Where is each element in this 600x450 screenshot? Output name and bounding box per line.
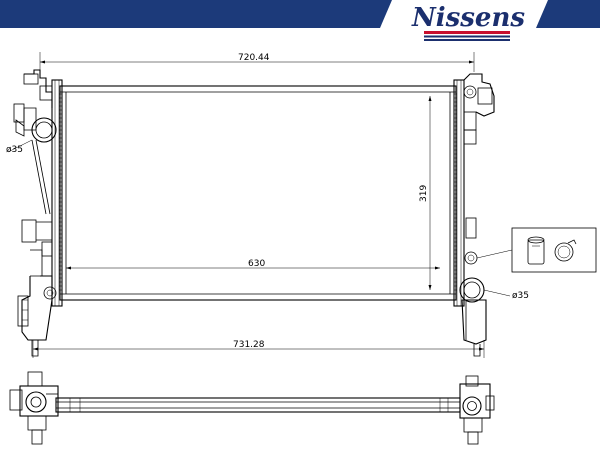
right-bracket-assembly <box>461 73 513 357</box>
dimension-inner-width: 630 <box>66 259 440 270</box>
dimension-bottom-width-label: 731.28 <box>233 340 265 350</box>
left-drain-plug <box>43 286 57 300</box>
outlet-diameter-label: ø35 <box>512 291 529 301</box>
left-bracket-assembly <box>13 69 53 357</box>
logo-stripe-red <box>424 31 510 34</box>
radiator-core <box>51 79 465 307</box>
dimension-top-width-label: 720.44 <box>238 53 270 63</box>
dimension-core-height-label: 319 <box>419 185 429 202</box>
header-banner-right <box>536 0 600 28</box>
dimension-top-width: 720.44 <box>39 52 475 72</box>
dimension-core-height: 319 <box>419 96 432 290</box>
logo-stripe-blue-2 <box>424 39 510 41</box>
sensor-and-clip-detail-icon <box>511 227 597 273</box>
header-banner-left <box>0 0 392 28</box>
right-outlet-pipe: ø35 <box>459 277 529 303</box>
logo-stripe-blue-1 <box>424 35 510 38</box>
dimension-bottom-width: 731.28 <box>32 340 485 358</box>
left-inlet-pipe: ø35 <box>6 117 57 155</box>
brand-logo: Nissens <box>411 3 525 41</box>
inlet-diameter-label: ø35 <box>6 145 23 155</box>
radiator-bottom-view <box>9 371 495 445</box>
dimension-inner-width-label: 630 <box>248 259 265 269</box>
header: Nissens <box>0 0 600 41</box>
brand-logo-text: Nissens <box>411 3 525 33</box>
